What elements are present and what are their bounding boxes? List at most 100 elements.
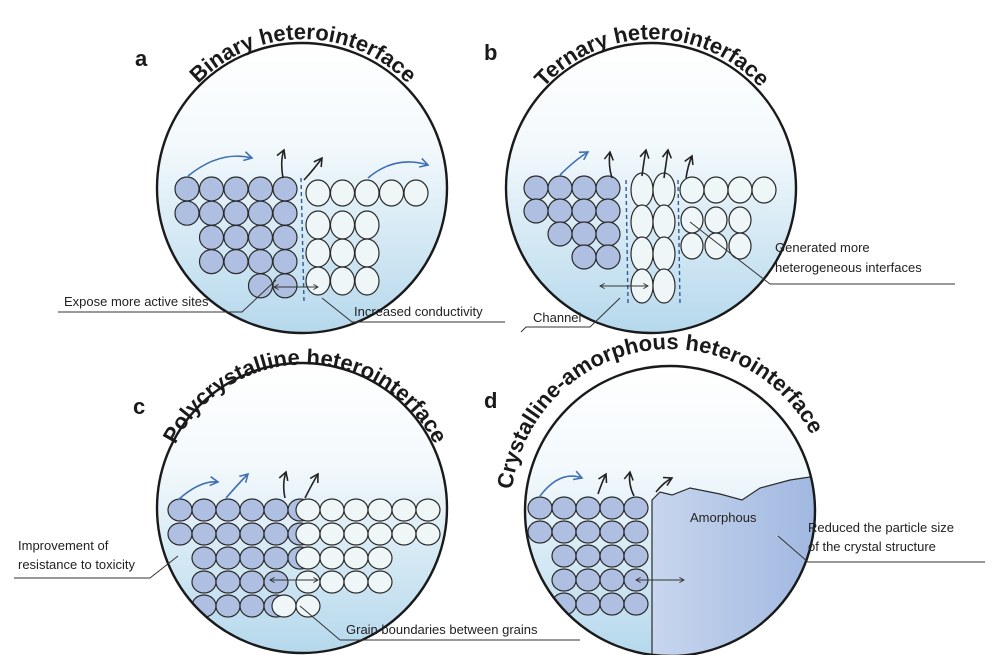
crystal-particle-phase-a [223, 200, 249, 226]
crystal-particle-phase-a [575, 520, 601, 544]
panel-b-letter: b [484, 40, 497, 65]
panel-d-amorphous-region [651, 473, 815, 655]
crystal-particle-phase-b [751, 176, 777, 204]
crystal-particle-phase-a [575, 592, 601, 616]
panel-a-crystals [174, 176, 429, 299]
panel-b-flow-arrow-dark-4 [684, 154, 694, 179]
panel-a-letter: a [135, 46, 148, 71]
crystal-particle-phase-a [191, 570, 217, 594]
crystal-particle-phase-a [623, 520, 649, 544]
crystal-particle-phase-b [652, 204, 676, 240]
crystal-particle-phase-b [630, 172, 654, 208]
crystal-particle-phase-b [343, 498, 369, 522]
panel-b-outline [504, 41, 798, 335]
crystal-particle-phase-a [174, 176, 200, 202]
panel-d-leader-particle-size [777, 535, 985, 563]
crystal-particle-phase-b [295, 570, 321, 594]
crystal-particle-phase-a [551, 496, 577, 520]
crystal-particle-phase-b [343, 570, 369, 594]
panel-b-flow-arrow-dark-3 [661, 148, 673, 179]
crystal-particle-phase-b [679, 176, 705, 204]
crystal-particle-phase-b [415, 522, 441, 546]
crystal-particle-phase-a [575, 568, 601, 592]
crystal-particle-phase-b [295, 546, 321, 570]
crystal-particle-phase-b [295, 498, 321, 522]
crystal-particle-phase-a [223, 249, 249, 275]
panel-a-leader-conductivity [321, 297, 505, 323]
panel-d-flow-arrow-dark-2 [623, 470, 635, 497]
panel-a-leader-active-sites [58, 279, 277, 313]
crystal-particle-phase-a [215, 570, 241, 594]
crystal-particle-phase-b [343, 522, 369, 546]
crystal-particle-phase-a [523, 198, 549, 224]
crystal-particle-phase-a [571, 244, 597, 270]
crystal-particle-phase-a [575, 544, 601, 568]
panel-b-callout-interfaces-line1: Generated more [775, 240, 870, 255]
crystal-particle-phase-a [272, 200, 298, 226]
crystal-particle-phase-b [354, 210, 380, 240]
panel-c-flow-arrow-dark-2 [304, 472, 319, 499]
panel-c: c Polycrystalline heterointerface Improv… [14, 344, 580, 655]
crystal-particle-phase-a [239, 594, 265, 618]
crystal-particle-phase-b [652, 268, 676, 304]
crystal-particle-phase-a [198, 176, 225, 202]
crystal-particle-phase-a [223, 176, 249, 202]
panel-d-outline [523, 364, 817, 655]
panel-d-amorphous-label: Amorphous [690, 510, 757, 525]
panel-c-callout-toxicity-line2: resistance to toxicity [18, 557, 136, 572]
crystal-particle-phase-b [391, 522, 417, 546]
crystal-particle-phase-b [704, 232, 728, 260]
crystal-particle-phase-a [215, 546, 241, 570]
crystal-particle-phase-b [295, 522, 321, 546]
crystal-particle-phase-a [167, 498, 193, 522]
crystal-particle-phase-b [728, 232, 752, 260]
crystal-particle-phase-b [704, 206, 728, 234]
crystal-particle-phase-a [174, 200, 200, 226]
crystal-particle-phase-a [551, 592, 577, 616]
panel-b-leader-interfaces [689, 221, 955, 285]
crystal-particle-phase-a [198, 224, 225, 250]
crystal-particle-phase-b [271, 594, 297, 618]
crystal-particle-phase-b [305, 179, 331, 207]
crystal-particle-phase-a [272, 176, 298, 202]
crystal-particle-phase-a [215, 594, 241, 618]
crystal-particle-phase-a [599, 520, 625, 544]
panel-a-callout-conductivity: Increased conductivity [354, 304, 483, 319]
crystal-particle-phase-a [239, 546, 265, 570]
crystal-particle-phase-b [329, 210, 356, 240]
crystal-particle-phase-b [680, 232, 704, 260]
panel-c-crystals [167, 498, 441, 618]
crystal-particle-phase-b [367, 546, 393, 570]
crystal-particle-phase-b [367, 570, 393, 594]
crystal-particle-phase-b [354, 266, 380, 296]
panel-b-flow-arrow-dark-1 [603, 150, 614, 179]
crystal-particle-phase-a [215, 522, 241, 546]
panel-c-outline [155, 361, 449, 655]
panel-a-flow-arrow-blue-right [367, 157, 430, 179]
crystal-particle-phase-b [319, 522, 345, 546]
panel-b-crystals [523, 172, 777, 304]
crystal-particle-phase-a [523, 175, 549, 201]
crystal-particle-phase-b [319, 498, 345, 522]
crystal-particle-phase-b [652, 172, 676, 208]
crystal-particle-phase-a [239, 570, 265, 594]
crystal-particle-phase-b [728, 206, 752, 234]
panel-a-outline [155, 41, 449, 335]
panel-c-letter: c [133, 394, 145, 419]
crystal-particle-phase-a [167, 522, 193, 546]
panel-a: a Binary heterointerface Expose more act… [58, 19, 505, 335]
crystal-particle-phase-a [599, 496, 625, 520]
crystal-particle-phase-a [198, 249, 225, 275]
panel-c-flow-arrow-blue-1 [177, 476, 220, 501]
crystal-particle-phase-b [305, 210, 331, 240]
crystal-particle-phase-b [354, 238, 380, 268]
crystal-particle-phase-a [191, 522, 217, 546]
crystal-particle-phase-a [547, 175, 573, 201]
crystal-particle-phase-b [630, 204, 654, 240]
crystal-particle-phase-a [527, 496, 553, 520]
panel-d: Amorphous d Crystalline-amorphous hetero… [484, 329, 985, 655]
crystal-particle-phase-a [571, 198, 597, 224]
panel-b-leader-channel [520, 297, 621, 333]
crystal-particle-phase-b [329, 266, 356, 296]
